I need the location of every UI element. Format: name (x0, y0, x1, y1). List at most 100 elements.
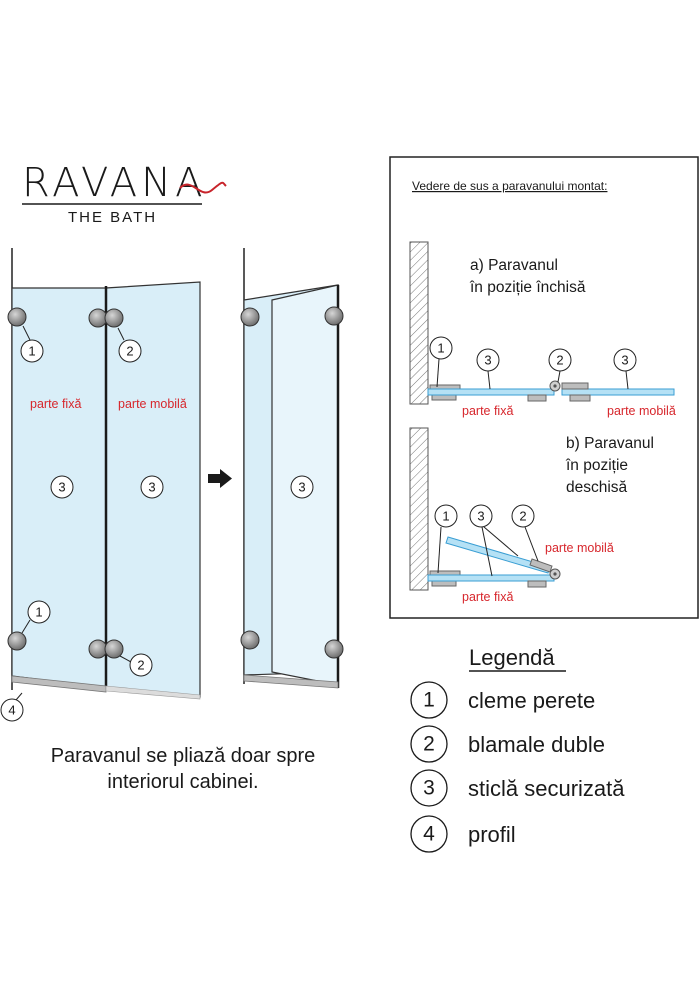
open-mobile-label: parte mobilă (545, 541, 614, 555)
legend-badge (410, 815, 448, 853)
callout-1-top (20, 339, 44, 363)
callout-3-closed-fixed (476, 348, 500, 372)
callout-1-bottom (27, 600, 51, 624)
top-view-box: Vedere de sus a paravanului montat: a) P… (389, 156, 699, 619)
leader-line (437, 526, 442, 574)
leader-line (15, 692, 23, 701)
legend-badge-number: 1 (423, 689, 435, 712)
bottom-profile (11, 675, 107, 693)
hinge-top-icon (324, 306, 344, 326)
hinge-bottom-left-icon (88, 639, 108, 659)
wall-clamp-top-icon (240, 307, 260, 327)
callout-2-closed (548, 348, 572, 372)
leader-line (483, 526, 519, 557)
legend-badge-number: 3 (423, 777, 435, 800)
profile-segment (569, 394, 591, 402)
arrow-right-icon (208, 469, 232, 488)
legend-title: Legendă (469, 645, 555, 670)
callout-3-folded-number: 3 (298, 480, 305, 495)
leader-line (625, 370, 629, 390)
logo-tagline: THE BATH (68, 209, 157, 226)
callout-2-closed-number: 2 (556, 353, 563, 368)
hinge-plate (561, 382, 589, 390)
legend-label: profil (468, 822, 516, 847)
legend-badge-number: 2 (423, 733, 435, 756)
hinge-pin (553, 572, 557, 576)
mobile-glass-open (445, 536, 551, 574)
leader-line (22, 325, 31, 341)
top-view-title: Vedere de sus a paravanului montat: (412, 179, 607, 193)
legend-badge (410, 681, 448, 719)
legend-label: blamale duble (468, 732, 605, 757)
bottom-profile-mobile (105, 685, 201, 700)
bottom-profile (243, 674, 339, 689)
legend-badge (410, 725, 448, 763)
front-view-folded: 3 (240, 248, 344, 689)
wall-hatch (409, 427, 429, 591)
legend-label: cleme perete (468, 688, 595, 713)
caption-line-2: interiorul cabinei. (107, 771, 258, 793)
callout-3-closed-mobile (613, 348, 637, 372)
callout-2-open-number: 2 (519, 509, 526, 524)
callout-2-bottom (129, 653, 153, 677)
logo-wordmark: RAVANA (22, 160, 206, 206)
legend-badge-number: 4 (423, 823, 435, 846)
closed-mobile-label: parte mobilă (607, 404, 676, 418)
leader-line (119, 655, 132, 663)
profile-segment (527, 394, 547, 402)
callout-3-closed-fixed-number: 3 (484, 353, 491, 368)
callout-4 (0, 698, 24, 722)
wall-clamp-bottom-icon (7, 631, 27, 651)
open-title-line-1: b) Paravanul (566, 435, 654, 452)
profile-segment (527, 580, 547, 588)
legend-label: sticlă securizată (468, 776, 625, 801)
fixed-glass-open (427, 574, 555, 582)
callout-2-open (511, 504, 535, 528)
closed-title-line-2: în poziție închisă (469, 279, 586, 296)
callout-1-bottom-number: 1 (35, 605, 42, 620)
open-fixed-label: parte fixă (462, 590, 513, 604)
legend-item-2: 2 blamale duble (410, 725, 605, 763)
callout-3-closed-mobile-number: 3 (621, 353, 628, 368)
wall-hatch (409, 241, 429, 405)
caption-line-1: Paravanul se pliază doar spre (51, 745, 316, 767)
callout-2-bottom-number: 2 (137, 658, 144, 673)
hinge-pin (553, 384, 557, 388)
leader-line (21, 619, 31, 634)
leader-line (481, 526, 493, 577)
mobile-part-label: parte mobilă (118, 397, 187, 411)
callout-3-fixed-number: 3 (58, 480, 65, 495)
legend-item-3: 3 sticlă securizată (410, 769, 625, 807)
callout-3-fixed (50, 475, 74, 499)
logo-wave-icon (179, 181, 227, 194)
callout-2-top-number: 2 (126, 344, 133, 359)
callout-4-number: 4 (8, 703, 15, 718)
brand-logo: RAVANA THE BATH (22, 160, 227, 226)
hinge-top-right-icon (104, 308, 124, 328)
front-view-closed: parte fixă parte mobilă 1 2 3 3 1 2 4 (0, 248, 201, 722)
callout-3-open-number: 3 (477, 509, 484, 524)
callout-3-mobile (140, 475, 164, 499)
hinge-bottom-right-icon (104, 639, 124, 659)
open-title-line-2: în poziție (565, 457, 628, 474)
callout-3-mobile-number: 3 (148, 480, 155, 495)
closed-title-line-1: a) Paravanul (470, 257, 558, 274)
callout-1-closed-number: 1 (437, 341, 444, 356)
callout-1-open (434, 504, 458, 528)
wall-clamp-bottom-icon (240, 630, 260, 650)
fixed-glass-closed (427, 388, 555, 396)
leader-line (487, 370, 491, 390)
fixed-part-label: parte fixă (30, 397, 81, 411)
callout-1-open-number: 1 (442, 509, 449, 524)
legend: Legendă 1 cleme perete 2 blamale duble 3… (410, 645, 625, 853)
leader-line (117, 327, 125, 341)
legend-item-1: 1 cleme perete (410, 681, 595, 719)
callout-1-top-number: 1 (28, 344, 35, 359)
leader-line (436, 358, 440, 388)
leader-line (524, 526, 539, 562)
callout-2-top (118, 339, 142, 363)
callout-3-folded (290, 475, 314, 499)
mobile-glass-closed (561, 388, 675, 396)
callout-3-open (469, 504, 493, 528)
